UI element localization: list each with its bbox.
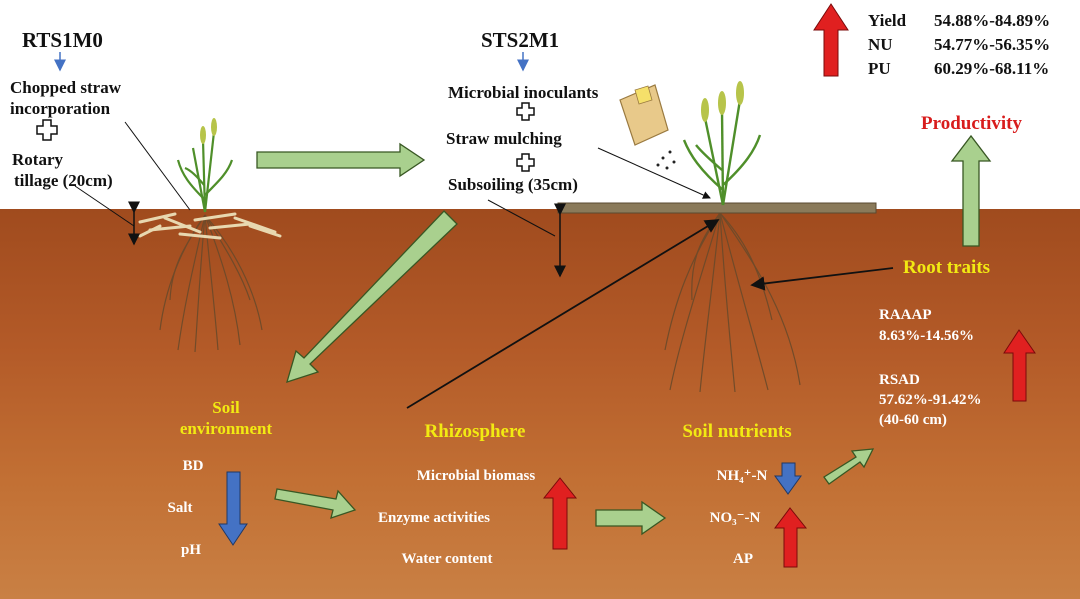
rsad-label: RSAD: [879, 372, 920, 388]
root-traits-pointer: [750, 267, 894, 291]
rhizosphere-up-arrow: [542, 477, 578, 550]
rhizosphere-to-root-arrow: [406, 219, 720, 409]
nutrient-item-no3: NO₃⁻-N: [709, 510, 761, 526]
right-wheat-plant-icon: [682, 99, 762, 206]
arrow-to-soil-environment: [286, 210, 458, 383]
green-arrows: [256, 134, 992, 536]
wheat-ear-icon: [736, 81, 744, 105]
raaap-label: RAAAP: [879, 307, 932, 323]
rsad-value: 57.62%-91.42%: [879, 392, 982, 408]
outcome-value-yield: 54.88%-84.89%: [934, 11, 1051, 30]
pointer-tillage-to-depth: [74, 185, 135, 227]
conventional-step1-line1: Chopped straw: [10, 78, 121, 97]
straw-mulch-layer: [557, 202, 877, 214]
outcome-label-pu: PU: [868, 59, 891, 78]
plus-icon: [516, 102, 535, 121]
conventional-treatment-name: RTS1M0: [22, 28, 103, 52]
inoculant-bag-icon: [619, 84, 676, 170]
soil-env-item-ph: pH: [180, 542, 202, 558]
nutrient-item-ap: AP: [733, 551, 753, 567]
arrow-to-productivity: [950, 134, 992, 247]
rhizosphere-item-water-content: Water content: [401, 551, 493, 567]
improved-step1: Microbial inoculants: [448, 83, 599, 102]
soil-nutrients-title: Soil nutrients: [682, 421, 792, 442]
improved-treatment-name: STS2M1: [481, 28, 560, 52]
raaap-value: 8.63%-14.56%: [879, 328, 974, 344]
productivity-label: Productivity: [921, 113, 1022, 134]
plus-icon: [36, 119, 58, 141]
soil-env-item-salt: Salt: [167, 500, 193, 516]
outcome-value-nu: 54.77%-56.35%: [934, 35, 1051, 54]
blue-down-arrows: [218, 462, 802, 546]
arrow-env-to-rhizosphere: [274, 488, 357, 519]
left-plant-roots: [159, 214, 263, 353]
conventional-step1-line2: incorporation: [10, 99, 111, 118]
wheat-ear-icon: [200, 126, 206, 144]
soil-environment-title-line2: environment: [179, 419, 273, 438]
wheat-ear-icon: [718, 91, 726, 115]
outcome-label-nu: NU: [868, 35, 893, 54]
pointer-straw-to-surface: [124, 121, 191, 211]
wheat-ear-icon: [211, 118, 217, 136]
rhizosphere-title: Rhizosphere: [424, 421, 526, 442]
conventional-step2-line2: tillage (20cm): [14, 171, 113, 190]
pointer-mulch: [597, 147, 711, 199]
arrow-nutrients-to-root: [823, 448, 875, 485]
outcome-value-pu: 60.29%-68.11%: [934, 59, 1050, 78]
red-up-arrows: [542, 3, 1036, 568]
chopped-straw-icon: [138, 212, 282, 240]
outcome-label-yield: Yield: [868, 11, 907, 30]
nutrient-item-nh4: NH₄⁺-N: [716, 468, 768, 484]
rhizosphere-item-microbial-biomass: Microbial biomass: [416, 468, 536, 484]
conventional-step2-line1: Rotary: [12, 150, 63, 169]
root-traits-title: Root traits: [903, 257, 991, 278]
soil-environment-title-line1: Soil: [212, 398, 240, 417]
arrow-rhizo-to-nutrients: [595, 500, 667, 536]
right-plant-roots: [664, 212, 801, 393]
improved-step3: Subsoiling (35cm): [448, 175, 578, 194]
plus-icon: [516, 153, 535, 172]
rhizosphere-item-enzyme-activities: Enzyme activities: [377, 510, 491, 526]
improved-step2: Straw mulching: [446, 129, 562, 148]
soil-env-item-bd: BD: [182, 458, 204, 474]
pointer-subsoil: [487, 199, 556, 237]
soil-background: [0, 209, 1080, 599]
arrow-rts-to-sts: [256, 142, 426, 178]
root-trait-up-arrow: [1003, 329, 1036, 402]
left-wheat-plant-icon: [176, 131, 234, 213]
nh4-down-arrow: [774, 462, 802, 495]
soil-env-down-arrow: [218, 471, 248, 546]
rsad-depth: (40-60 cm): [879, 412, 947, 428]
outcome-up-arrow: [813, 3, 849, 77]
wheat-ear-icon: [701, 98, 709, 122]
nutrient-up-arrow: [774, 507, 808, 568]
